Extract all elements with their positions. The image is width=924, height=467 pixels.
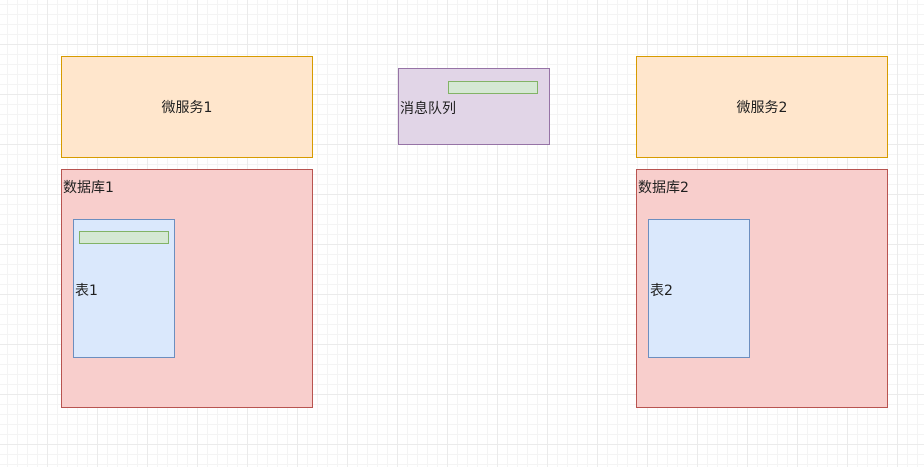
table-1-record-bar[interactable] (79, 231, 169, 244)
table-2-label: 表2 (650, 283, 673, 299)
database-1-label: 数据库1 (63, 180, 114, 196)
database-2-label: 数据库2 (638, 180, 689, 196)
message-queue-box[interactable]: 消息队列 (398, 68, 550, 145)
database-1-box[interactable]: 数据库1 表1 (61, 169, 313, 408)
service-1-box[interactable]: 微服务1 (61, 56, 313, 158)
queue-message-bar[interactable] (448, 81, 538, 94)
service-2-label: 微服务2 (736, 100, 788, 116)
service-2-box[interactable]: 微服务2 (636, 56, 888, 158)
database-2-box[interactable]: 数据库2 表2 (636, 169, 888, 408)
message-queue-label: 消息队列 (400, 101, 456, 117)
service-1-label: 微服务1 (161, 100, 213, 116)
table-2-box[interactable]: 表2 (648, 219, 750, 358)
table-1-label: 表1 (75, 283, 98, 299)
table-1-box[interactable]: 表1 (73, 219, 175, 358)
